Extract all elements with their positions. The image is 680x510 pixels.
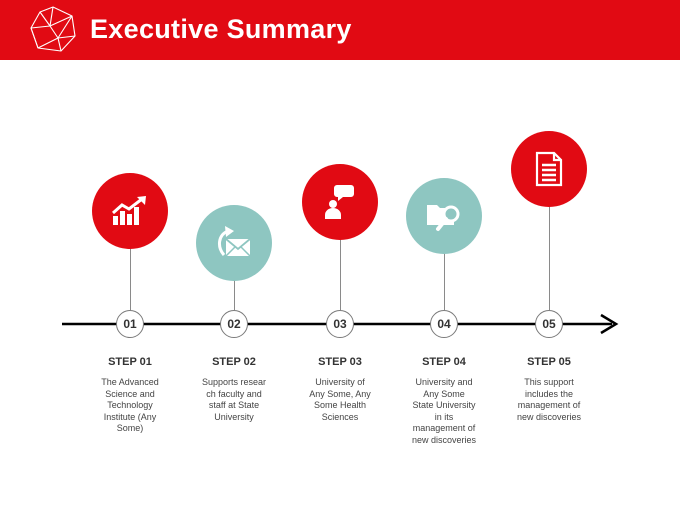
step-5-description: This support includes the management of … [516, 377, 582, 422]
step-4-label: STEP 04 [422, 356, 466, 368]
step-2-circle [196, 205, 272, 281]
step-2-number: 02 [220, 310, 248, 338]
step-4-number: 04 [430, 310, 458, 338]
step-5-number: 05 [535, 310, 563, 338]
step-1-number: 01 [116, 310, 144, 338]
folder-search-icon [427, 205, 460, 231]
step-connector [444, 252, 445, 310]
step-connector [549, 204, 550, 310]
step-4-circle [406, 178, 482, 254]
growth-chart-icon [112, 196, 146, 225]
step-3-circle [302, 164, 378, 240]
step-5-label: STEP 05 [527, 356, 571, 368]
timeline-arrowhead [600, 313, 619, 335]
step-1-circle [92, 173, 168, 249]
step-2-description: Supports resear ch faculty and staff at … [201, 377, 267, 422]
step-4-description: University and Any Some State University… [411, 377, 477, 445]
step-connector [234, 274, 235, 310]
user-speech-icon [325, 185, 354, 219]
step-3-label: STEP 03 [318, 356, 362, 368]
polyhedron-logo-icon [30, 6, 76, 52]
step-1-label: STEP 01 [108, 356, 152, 368]
step-5-circle [511, 131, 587, 207]
step-3-number: 03 [326, 310, 354, 338]
step-1-description: The Advanced Science and Technology Inst… [101, 377, 159, 433]
envelope-reply-icon [218, 226, 251, 257]
document-icon [535, 151, 563, 187]
step-3-description: University of Any Some, Any Some Health … [309, 377, 371, 422]
header-bar: Executive Summary [0, 0, 680, 60]
step-2-label: STEP 02 [212, 356, 256, 368]
page-title: Executive Summary [90, 14, 352, 44]
step-connector [130, 244, 131, 310]
step-connector [340, 236, 341, 310]
